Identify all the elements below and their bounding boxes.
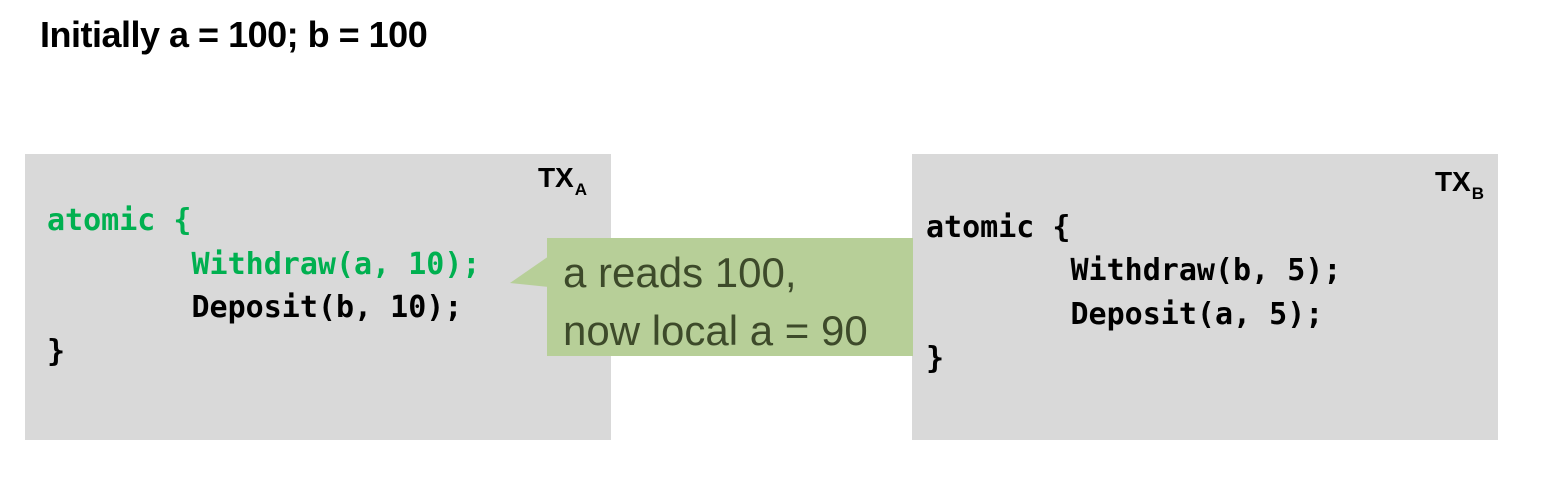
- callout-line-1: a reads 100,: [563, 249, 797, 296]
- transaction-a-label-subscript: A: [574, 180, 587, 199]
- callout-line-2: now local a = 90: [563, 307, 868, 354]
- page-title: Initially a = 100; b = 100: [40, 14, 428, 55]
- transaction-b-panel: TXB atomic { Withdraw(b, 5); Deposit(a, …: [912, 154, 1498, 440]
- code-line-atomic-close: }: [47, 334, 66, 369]
- callout-note: a reads 100, now local a = 90: [547, 238, 913, 356]
- transaction-a-label-main: TX: [537, 162, 574, 193]
- code-line-withdraw: Withdraw(b, 5);: [926, 253, 1342, 288]
- code-line-atomic-close: }: [926, 341, 945, 376]
- code-line-deposit: Deposit(a, 5);: [926, 297, 1324, 332]
- transaction-b-label: TXB: [1434, 166, 1484, 203]
- transaction-b-label-subscript: B: [1471, 184, 1484, 203]
- transaction-a-panel: TXA atomic { Withdraw(a, 10); Deposit(b,…: [25, 154, 611, 440]
- callout-text: a reads 100, now local a = 90: [563, 244, 868, 360]
- code-line-atomic-open: atomic {: [47, 203, 192, 238]
- code-line-atomic-open: atomic {: [926, 210, 1071, 245]
- code-line-withdraw: Withdraw(a, 10);: [47, 247, 481, 282]
- code-line-deposit: Deposit(b, 10);: [47, 290, 463, 325]
- transaction-b-label-main: TX: [1434, 166, 1471, 197]
- transaction-a-label: TXA: [537, 162, 587, 199]
